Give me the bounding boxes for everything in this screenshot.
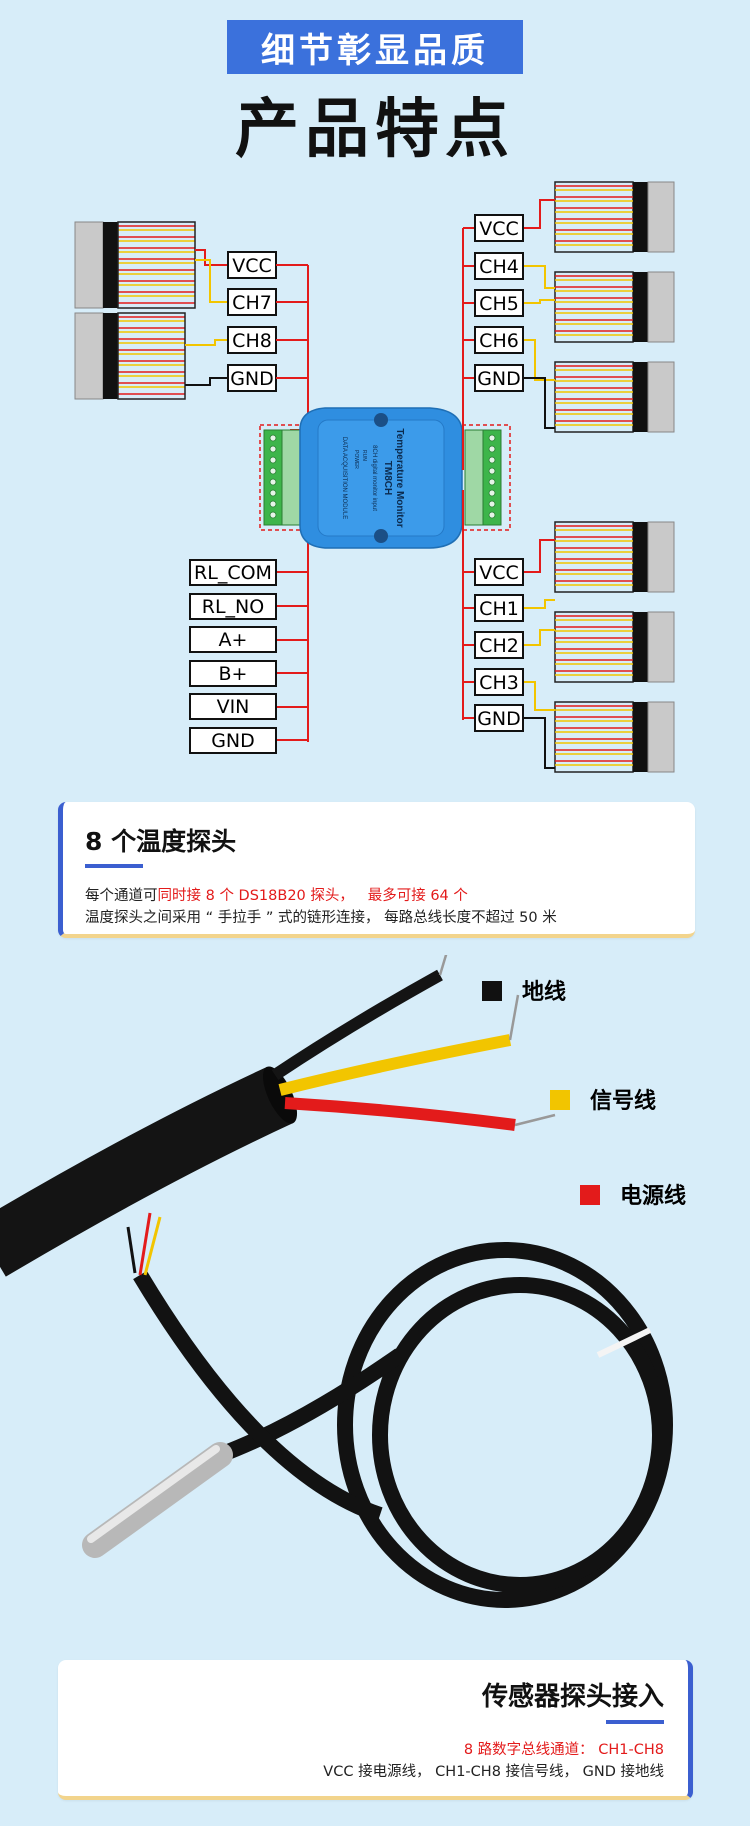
- title-underline: [85, 864, 143, 868]
- power-wire: [284, 1097, 516, 1131]
- signal-color-swatch: [550, 1090, 570, 1110]
- probe-count-card: 8 个温度探头 每个通道可同时接 8 个 DS18B20 探头， 最多可接 64…: [58, 802, 695, 938]
- indicator-run: RUN: [361, 450, 367, 461]
- right-top-pins: VCC CH4 CH5 CH6 GND: [474, 214, 524, 392]
- section-tag: 细节彰显品质: [227, 20, 523, 74]
- legend-ground: 地线: [522, 979, 566, 1005]
- pin-label: GND: [211, 730, 255, 752]
- pin-label: A+: [219, 629, 248, 651]
- wiring-diagram: VCC CH7 CH8 GND RL_COM RL_NO A+ B+ VIN G…: [74, 181, 675, 773]
- signal-wire: [278, 1034, 512, 1096]
- page-title: 产品特点: [235, 93, 515, 167]
- temperature-monitor-device: Temperature Monitor TM8CH 8CH digital mo…: [259, 407, 511, 549]
- card-line: 8 路数字总线通道： CH1-CH8: [463, 1742, 664, 1758]
- coiled-cable: [133, 1242, 673, 1608]
- pin-label: RL_COM: [194, 562, 272, 584]
- ground-color-swatch: [482, 981, 502, 1001]
- cable-tie: [596, 1327, 652, 1358]
- device-brand: Temperature Monitor: [394, 428, 405, 527]
- pin-label: VIN: [217, 696, 250, 718]
- indicator-power: POWER: [353, 450, 359, 469]
- pin-label: CH6: [479, 330, 519, 352]
- left-probe-group-2: [74, 312, 186, 400]
- pin-label: B+: [219, 663, 248, 685]
- card-line: 温度探头之间采用 “ 手拉手 ” 式的链形连接， 每路总线长度不超过 50 米: [85, 910, 557, 926]
- pin-label: VCC: [479, 218, 519, 240]
- device-module-label: DATA ACQUISITION MODULE: [341, 437, 347, 519]
- right-probe-groups-bottom: [554, 521, 675, 773]
- pin-label: VCC: [479, 562, 519, 584]
- sensor-cable-illustration: 地线 信号线 电源线: [0, 955, 686, 1608]
- right-probe-groups-top: [554, 181, 675, 433]
- card-highlight: 同时接 8 个 DS18B20 探头，: [157, 888, 354, 904]
- stainless-probe: [82, 1442, 233, 1558]
- card-line: 每个通道可同时接 8 个 DS18B20 探头， 最多可接 64 个: [85, 884, 468, 905]
- pin-label: GND: [477, 368, 521, 390]
- power-color-swatch: [580, 1185, 600, 1205]
- pin-label: CH5: [479, 293, 519, 315]
- device-subtitle: 8CH digital monitor input: [371, 445, 377, 511]
- pin-label: GND: [477, 708, 521, 730]
- right-bottom-pins: VCC CH1 CH2 CH3 GND: [474, 558, 524, 732]
- card-text: 每个通道可: [85, 888, 158, 904]
- legend-power: 电源线: [620, 1183, 686, 1209]
- pin-label: GND: [230, 368, 274, 390]
- card-highlight: 最多可接 64 个: [367, 888, 468, 904]
- card-title: 传感器探头接入: [481, 1682, 664, 1712]
- pin-label: CH8: [232, 330, 272, 352]
- pin-label: CH4: [479, 256, 519, 278]
- pin-label: CH7: [232, 292, 272, 314]
- legend-signal: 信号线: [590, 1088, 656, 1114]
- cable-jacket: [0, 1066, 293, 1277]
- pin-label: CH3: [479, 672, 519, 694]
- left-probe-group-1: [74, 221, 196, 309]
- ground-wire: [271, 969, 443, 1080]
- left-top-pins: VCC CH7 CH8 GND: [227, 251, 277, 392]
- title-underline: [606, 1720, 664, 1724]
- pin-label: CH1: [479, 598, 519, 620]
- pin-label: VCC: [232, 255, 272, 277]
- sensor-access-card: 传感器探头接入 8 路数字总线通道： CH1-CH8 VCC 接电源线， CH1…: [58, 1660, 693, 1800]
- pin-label: CH2: [479, 635, 519, 657]
- device-model: TM8CH: [382, 461, 393, 495]
- left-bottom-pins: RL_COM RL_NO A+ B+ VIN GND: [189, 559, 277, 754]
- pin-label: RL_NO: [202, 596, 264, 618]
- card-line: VCC 接电源线， CH1-CH8 接信号线， GND 接地线: [323, 1764, 664, 1780]
- card-title: 8 个温度探头: [85, 827, 237, 856]
